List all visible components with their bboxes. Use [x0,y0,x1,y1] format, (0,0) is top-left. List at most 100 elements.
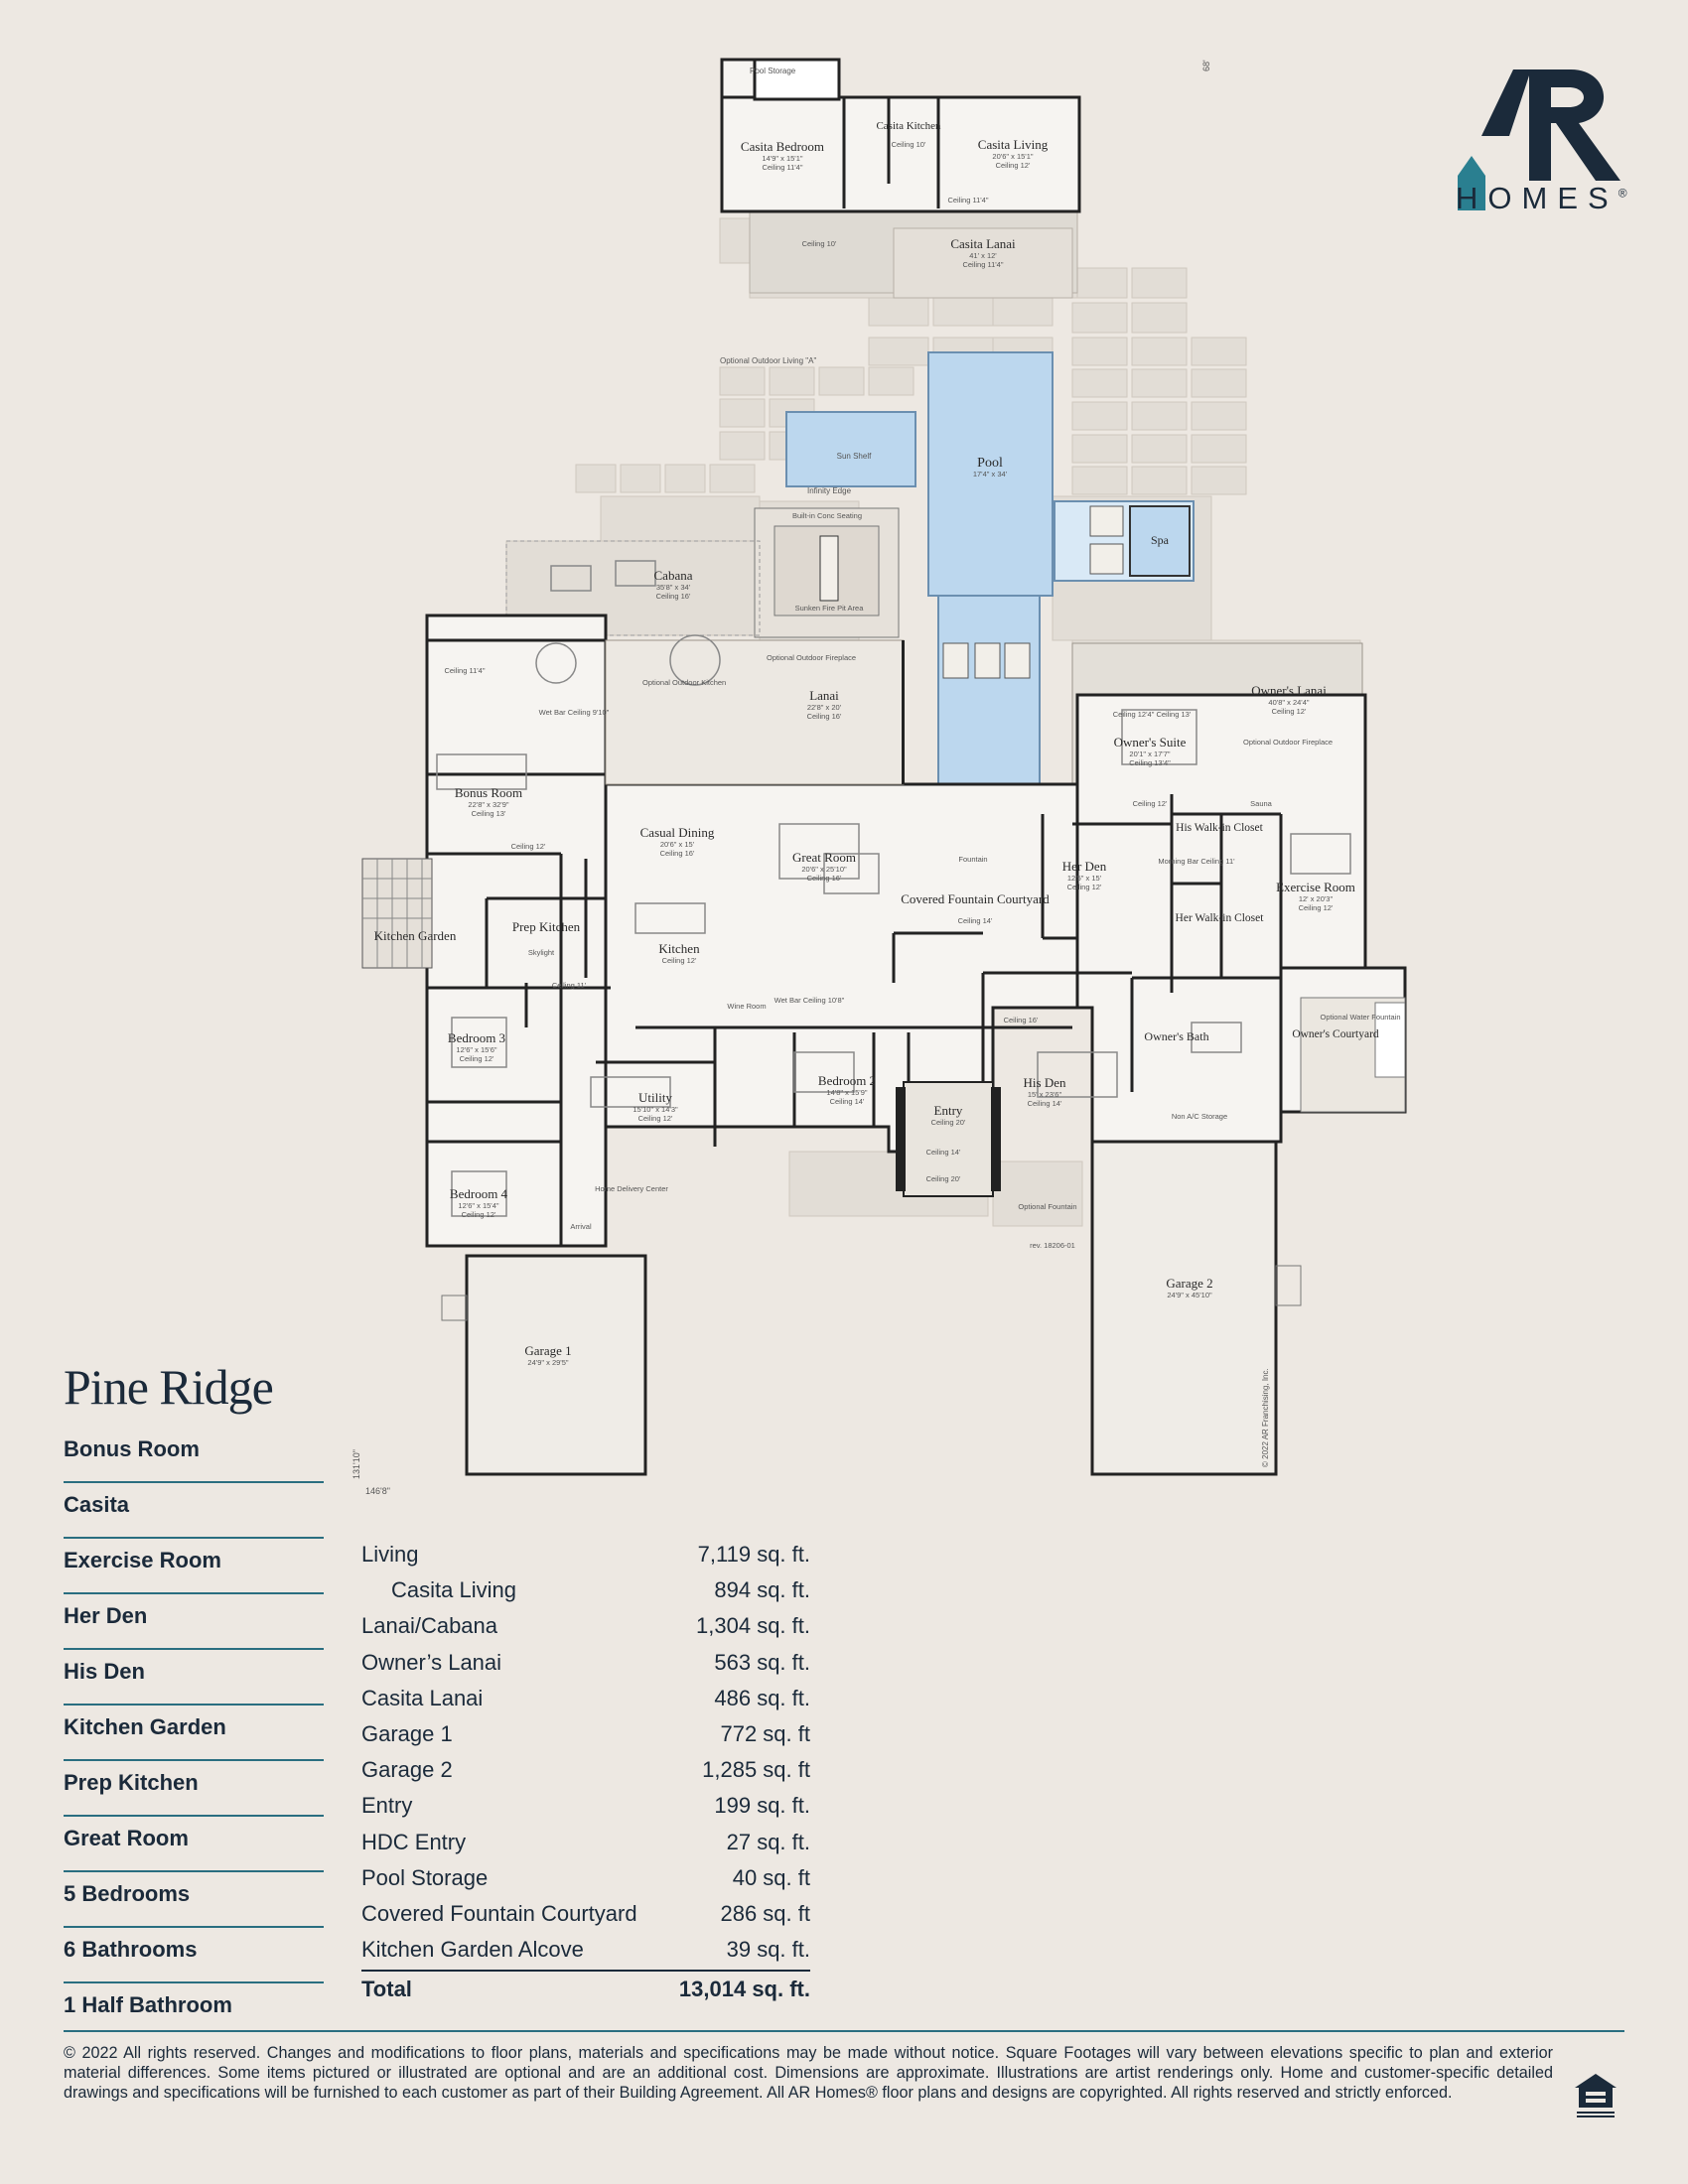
room-label: Infinity Edge [807,486,852,495]
room-label: Optional Outdoor Fireplace [1243,738,1333,747]
room-ceiling: Ceiling 12' [638,1114,673,1123]
room-dim: 20'6" x 15' [660,840,695,849]
room-label: Casita Kitchen [876,120,941,132]
room-ceiling: Ceiling 12' [511,842,546,851]
room-ceiling: Ceiling 12' [662,956,697,965]
room-label: Lanai [809,688,839,703]
room-dim: 24'9" x 29'5" [527,1358,568,1367]
room-label: Utility [638,1090,672,1105]
room-dim: 15'10" x 14'3" [633,1105,678,1114]
room-dim: 12'6" x 15'6" [456,1045,496,1054]
garages [465,1140,1278,1476]
room-label: Her Walk-in Closet [1176,912,1265,924]
room-dim: 41' x 12' [969,251,997,260]
room-label: Owner's Courtyard [1292,1028,1379,1040]
room-ceiling: Ceiling 10' [892,140,926,149]
room-ceiling: Ceiling 16' [660,849,695,858]
room-label: Prep Kitchen [512,919,581,934]
room-dim: 24'9" x 45'10" [1167,1291,1212,1299]
room-dim: 14'8" x 15'9" [826,1088,867,1097]
room-dim: 12'6" x 15'4" [458,1201,498,1210]
room-label: Casita Lanai [950,236,1016,251]
room-dim: 22'8" x 20' [807,703,842,712]
room-ceiling: Ceiling 12' [1133,799,1168,808]
ar-homes-logo [1458,69,1620,210]
room-label: Cabana [654,568,693,583]
room-ceiling: Ceiling 14' [958,916,993,925]
room-label: Fountain [958,855,987,864]
room-ceiling: Ceiling 10' [802,239,837,248]
room-ceiling: Ceiling 12'4" Ceiling 13' [1113,710,1192,719]
room-label: Optional Outdoor Living "A" [720,356,816,365]
room-dim: 20'6" x 15'1" [992,152,1033,161]
footer-divider [64,2030,1624,2032]
room-ceiling: Ceiling 11' [552,981,587,990]
room-label: Owner's Lanai [1251,683,1327,698]
room-ceiling: Ceiling 16' [656,592,691,601]
room-ceiling: Ceiling 12' [462,1210,496,1219]
logo-r-mark [1529,69,1620,181]
room-label: Pool Storage [750,67,796,75]
feature-item: His Den [64,1652,324,1706]
room-ceiling: Ceiling 12' [996,161,1031,170]
room-ceiling: Ceiling 14' [830,1097,865,1106]
room-label: Home Delivery Center [595,1184,668,1193]
feature-item: 1 Half Bathroom [64,1992,232,2017]
room-label: Wine Room [727,1002,766,1011]
room-ceiling: Ceiling 12' [1272,707,1307,716]
plan-title: Pine Ridge [64,1359,274,1415]
dim-width: 146'8" [365,1486,390,1496]
room-ceiling: Ceiling 11'4" [962,260,1003,269]
room-ceiling: Ceiling 16' [1004,1016,1039,1024]
feature-item: Her Den [64,1596,324,1650]
room-label: Owner's Suite [1114,735,1187,750]
room-label: Spa [1151,533,1170,547]
room-ceiling: Ceiling 13' [472,809,506,818]
room-label: Optional Outdoor Kitchen [642,678,726,687]
feature-item: Exercise Room [64,1541,324,1594]
room-label: Skylight [528,948,555,957]
room-dim: 20'1" x 17'7" [1129,750,1170,758]
room-ceiling: Ceiling 16' [807,874,842,883]
room-label: Bedroom 4 [450,1186,508,1201]
revision-label: rev. 18206-01 [1030,1241,1075,1250]
room-dim: 20'6" x 25'10" [801,865,847,874]
room-label: Covered Fountain Courtyard [901,891,1050,906]
room-label: Entry [934,1103,963,1118]
room-dim: 14'9" x 15'1" [762,154,802,163]
equal-housing-icon [1575,2074,1617,2117]
room-dim: 12'5" x 15' [1067,874,1102,883]
room-label: Optional Fountain [1018,1202,1076,1211]
room-ceiling: Ceiling 20' [931,1118,966,1127]
spa [1129,505,1191,577]
room-labels: Pool Storage Casita Bedroom 14'9" x 15'1… [352,60,1401,1496]
dim-depth: 131'10" [352,1449,361,1479]
kitchen-garden [361,858,433,969]
room-label: Garage 2 [1166,1276,1212,1291]
room-dim: 35'8" x 34' [656,583,691,592]
room-ceiling: Ceiling 16' [807,712,842,721]
room-label: Wet Bar Ceiling 9'10" [539,708,610,717]
dim-top: 68' [1201,60,1211,71]
room-ceiling: Ceiling 11'4" [444,666,485,675]
room-ceiling: Ceiling 12' [1299,903,1334,912]
room-label: His Den [1024,1075,1066,1090]
room-label: Optional Water Fountain [1320,1013,1400,1022]
room-label: Owner's Bath [1144,1029,1208,1043]
room-label: Her Den [1062,859,1107,874]
room-dim: 22'8" x 32'9" [468,800,508,809]
logo-a-mark [1481,69,1531,136]
floor-plan: Pool Storage Casita Bedroom 14'9" x 15'1… [352,58,1407,1496]
room-ceiling: Ceiling 12' [460,1054,494,1063]
feature-item: 6 Bathrooms [64,1930,324,1983]
room-label: Bonus Room [455,785,522,800]
